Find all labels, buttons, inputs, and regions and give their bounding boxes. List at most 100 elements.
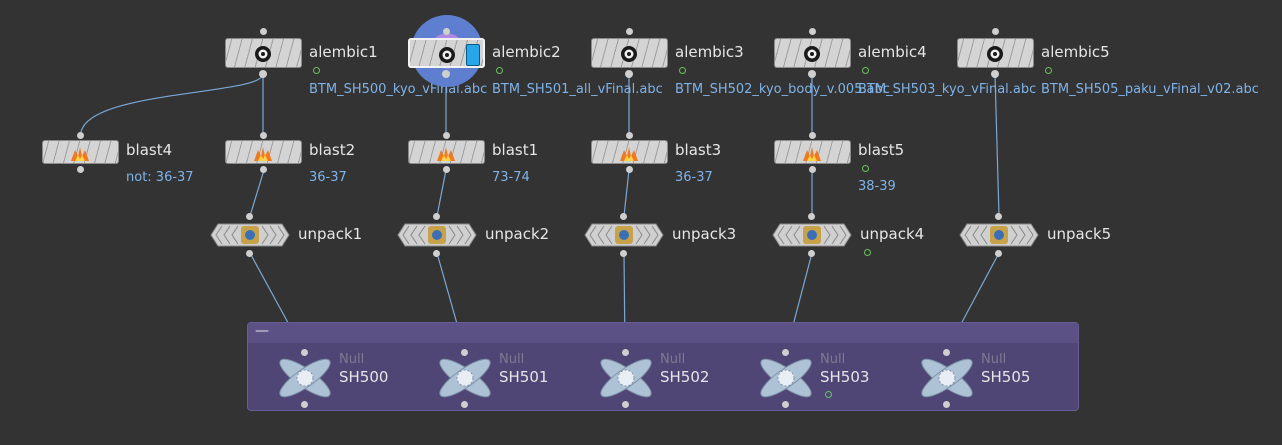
input-connector[interactable] <box>620 213 627 220</box>
node-name: SH501 <box>499 368 549 386</box>
display-flag[interactable] <box>466 44 480 66</box>
output-connector[interactable] <box>259 70 267 78</box>
node-tile[interactable] <box>774 38 851 68</box>
output-connector[interactable] <box>620 250 627 257</box>
alembic-icon <box>255 46 271 62</box>
node-name: blast5 <box>858 141 905 159</box>
input-connector[interactable] <box>995 213 1002 220</box>
null-icon[interactable] <box>437 356 493 400</box>
output-connector[interactable] <box>443 166 450 173</box>
input-connector[interactable] <box>443 132 450 139</box>
output-connector[interactable] <box>626 166 633 173</box>
node-group-parameter: 36-37 <box>309 170 347 185</box>
alembic-icon <box>439 47 455 63</box>
output-connector[interactable] <box>77 166 84 173</box>
node-type-label: Null <box>339 352 365 367</box>
node-group-parameter: 73-74 <box>492 170 530 185</box>
node-name: blast1 <box>492 141 539 159</box>
input-connector[interactable] <box>808 213 815 220</box>
input-connector[interactable] <box>461 349 468 356</box>
output-connector[interactable] <box>808 250 815 257</box>
output-connector[interactable] <box>442 70 450 78</box>
node-tile[interactable] <box>210 223 290 247</box>
node-name: alembic2 <box>492 43 561 61</box>
node-type-label: Null <box>660 352 686 367</box>
input-connector[interactable] <box>622 349 629 356</box>
node-type-label: Null <box>499 352 525 367</box>
display-flag-indicator <box>496 67 503 74</box>
input-connector[interactable] <box>260 132 267 139</box>
node-tile[interactable] <box>772 223 852 247</box>
node-group-parameter: 36-37 <box>675 170 713 185</box>
blast-icon <box>71 147 89 161</box>
null-icon[interactable] <box>598 356 654 400</box>
null-icon[interactable] <box>277 356 333 400</box>
input-connector[interactable] <box>809 132 816 139</box>
alembic-icon <box>987 46 1003 62</box>
node-tile[interactable] <box>408 140 485 164</box>
node-tile[interactable] <box>591 38 668 68</box>
output-connector[interactable] <box>943 401 950 408</box>
wire <box>436 169 447 217</box>
input-connector[interactable] <box>301 349 308 356</box>
output-connector[interactable] <box>809 166 816 173</box>
minus-icon[interactable]: — <box>255 323 269 339</box>
output-connector[interactable] <box>461 401 468 408</box>
wire <box>994 73 1000 217</box>
node-name: alembic4 <box>858 43 927 61</box>
null-icon[interactable] <box>758 356 814 400</box>
blast-icon <box>620 147 638 161</box>
node-type-label: Null <box>820 352 846 367</box>
output-connector[interactable] <box>433 250 440 257</box>
input-connector[interactable] <box>433 213 440 220</box>
node-name: SH505 <box>981 368 1031 386</box>
node-tile[interactable] <box>225 140 302 164</box>
input-connector[interactable] <box>992 28 999 35</box>
node-name: alembic3 <box>675 43 744 61</box>
input-connector[interactable] <box>782 349 789 356</box>
output-connector[interactable] <box>625 70 633 78</box>
input-connector[interactable] <box>443 28 450 35</box>
input-connector[interactable] <box>246 213 253 220</box>
wire <box>249 169 265 217</box>
node-tile[interactable] <box>584 223 664 247</box>
output-connector[interactable] <box>991 70 999 78</box>
node-name: SH500 <box>339 368 389 386</box>
blast-icon <box>803 147 821 161</box>
node-tile[interactable] <box>397 223 477 247</box>
display-flag-indicator <box>862 67 869 74</box>
input-connector[interactable] <box>809 28 816 35</box>
node-tile[interactable] <box>591 140 668 164</box>
input-connector[interactable] <box>626 132 633 139</box>
wire <box>623 169 630 217</box>
output-connector[interactable] <box>808 70 816 78</box>
input-connector[interactable] <box>626 28 633 35</box>
node-name: blast2 <box>309 141 356 159</box>
node-tile[interactable] <box>225 38 302 68</box>
node-tile[interactable] <box>408 38 485 68</box>
node-tile[interactable] <box>774 140 851 164</box>
output-connector[interactable] <box>246 250 253 257</box>
output-connector[interactable] <box>622 401 629 408</box>
node-name: SH502 <box>660 368 710 386</box>
node-name: alembic5 <box>1041 43 1110 61</box>
output-connector[interactable] <box>782 401 789 408</box>
alembic-icon <box>621 46 637 62</box>
network-box-header[interactable]: — <box>248 323 1078 343</box>
node-tile[interactable] <box>42 140 119 164</box>
node-tile[interactable] <box>959 223 1039 247</box>
node-name: unpack5 <box>1047 225 1112 243</box>
output-connector[interactable] <box>995 250 1002 257</box>
input-connector[interactable] <box>943 349 950 356</box>
node-tile[interactable] <box>957 38 1034 68</box>
null-icon[interactable] <box>919 356 975 400</box>
display-flag-indicator <box>825 391 832 398</box>
display-flag-indicator <box>313 67 320 74</box>
output-connector[interactable] <box>260 166 267 173</box>
alembic-icon <box>804 46 820 62</box>
node-name: blast3 <box>675 141 722 159</box>
input-connector[interactable] <box>260 28 267 35</box>
input-connector[interactable] <box>77 132 84 139</box>
output-connector[interactable] <box>301 401 308 408</box>
node-name: unpack3 <box>672 225 737 243</box>
